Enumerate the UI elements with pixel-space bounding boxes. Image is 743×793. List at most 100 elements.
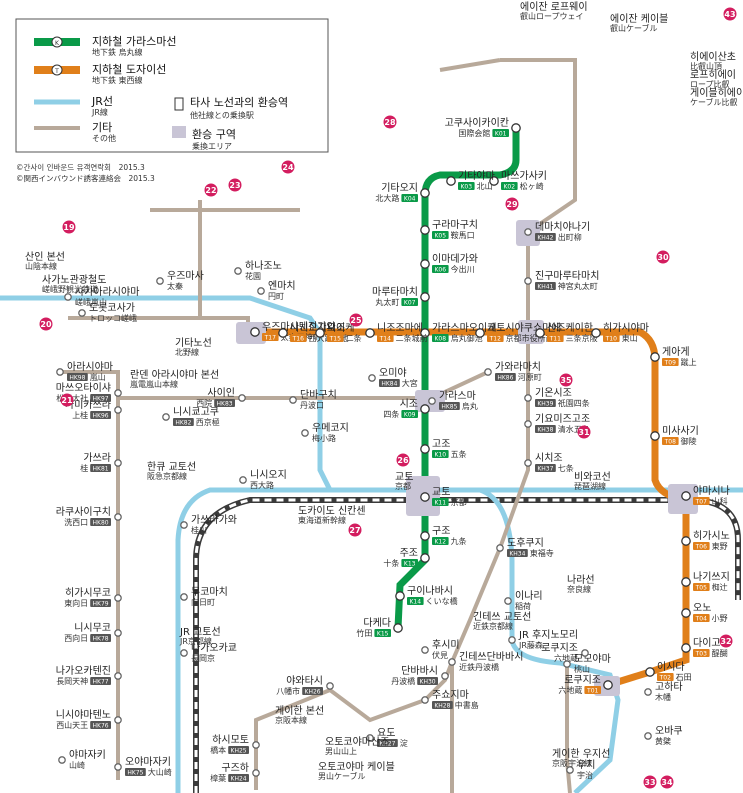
station-marker[interactable] (475, 328, 485, 338)
area-marker-circle[interactable] (228, 178, 242, 192)
station-marker[interactable] (581, 649, 589, 657)
area-marker-22[interactable]: 22 (204, 183, 218, 197)
area-marker-25[interactable]: 25 (349, 313, 363, 327)
station-marker[interactable] (114, 716, 122, 724)
area-marker-circle[interactable] (383, 115, 397, 129)
area-marker-circle[interactable] (396, 453, 410, 467)
station-marker[interactable] (64, 293, 72, 301)
area-marker-circle[interactable] (643, 775, 657, 789)
area-marker-circle[interactable] (719, 634, 733, 648)
area-marker-circle[interactable] (577, 425, 591, 439)
station-marker[interactable] (524, 228, 532, 236)
area-marker-29[interactable]: 29 (505, 197, 519, 211)
station-marker[interactable] (257, 287, 265, 295)
station-marker[interactable] (524, 420, 532, 428)
station-marker[interactable] (326, 682, 334, 690)
station-marker[interactable] (114, 594, 122, 602)
station-marker[interactable] (289, 396, 297, 404)
station-marker[interactable] (420, 492, 430, 502)
area-marker-circle[interactable] (62, 220, 76, 234)
station-marker[interactable] (489, 176, 499, 186)
station-marker[interactable] (250, 327, 260, 337)
station-marker[interactable] (441, 672, 449, 680)
station-marker[interactable] (420, 328, 430, 338)
station-marker[interactable] (58, 756, 66, 764)
station-marker[interactable] (162, 413, 170, 421)
area-marker-28[interactable]: 28 (383, 115, 397, 129)
station-marker[interactable] (114, 406, 122, 414)
station-marker[interactable] (252, 741, 260, 749)
station-marker[interactable] (446, 176, 456, 186)
area-marker-circle[interactable] (281, 160, 295, 174)
area-marker-27[interactable]: 27 (348, 523, 362, 537)
station-marker[interactable] (239, 476, 247, 484)
station-marker[interactable] (650, 352, 660, 362)
station-marker[interactable] (114, 763, 122, 771)
station-marker[interactable] (180, 593, 188, 601)
station-marker[interactable] (484, 368, 492, 376)
station-marker[interactable] (448, 658, 456, 666)
area-marker-20[interactable]: 20 (39, 317, 53, 331)
station-marker[interactable] (428, 397, 436, 405)
station-marker[interactable] (180, 649, 188, 657)
station-marker[interactable] (644, 688, 652, 696)
area-marker-35[interactable]: 35 (559, 373, 573, 387)
station-marker[interactable] (56, 368, 64, 376)
station-marker[interactable] (681, 536, 691, 546)
station-marker[interactable] (650, 431, 660, 441)
station-marker[interactable] (180, 521, 188, 529)
station-marker[interactable] (315, 328, 325, 338)
area-marker-26[interactable]: 26 (396, 453, 410, 467)
station-marker[interactable] (238, 394, 246, 402)
area-marker-circle[interactable] (505, 197, 519, 211)
station-marker[interactable] (524, 394, 532, 402)
station-marker[interactable] (681, 577, 691, 587)
station-marker[interactable] (114, 672, 122, 680)
station-marker[interactable] (681, 608, 691, 618)
area-marker-circle[interactable] (656, 250, 670, 264)
station-marker[interactable] (645, 667, 655, 677)
station-marker[interactable] (78, 309, 86, 317)
